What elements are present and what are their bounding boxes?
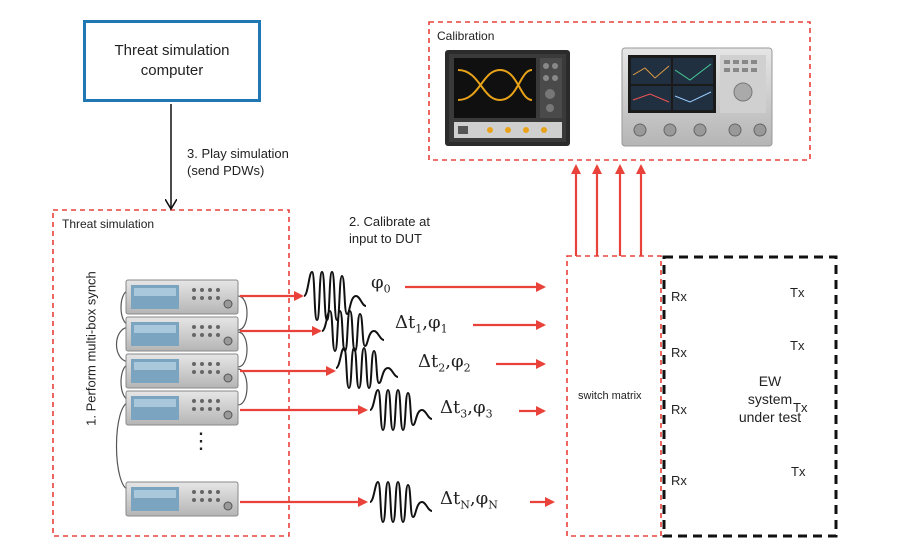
signal-input-arrows xyxy=(405,282,555,507)
tx-label-1: Tx xyxy=(790,285,805,300)
step1-label: 1. Perform multi-box synch xyxy=(83,271,99,426)
tx-label-4: Tx xyxy=(791,464,806,479)
signal-label-1: Δt1,φ1 xyxy=(395,312,448,336)
signal-label-0: φ0 xyxy=(371,272,391,296)
tx-label-3: Tx xyxy=(793,400,808,415)
signal-label-3: Δt3,φ3 xyxy=(440,397,493,421)
step3-label: 3. Play simulation (send PDWs) xyxy=(187,146,289,178)
ew-system-label: EW system under test xyxy=(738,373,802,425)
tx-label-2: Tx xyxy=(790,338,805,353)
step2-label: 2. Calibrate at input to DUT xyxy=(349,214,430,246)
rx-label-1: Rx xyxy=(671,289,687,304)
signal-label-2: Δt2,φ2 xyxy=(418,351,471,375)
switch-matrix-box xyxy=(566,255,662,537)
switch-matrix-label: switch matrix xyxy=(578,390,642,402)
rx-label-3: Rx xyxy=(671,402,687,417)
rx-label-4: Rx xyxy=(671,473,687,488)
calibration-title: Calibration xyxy=(437,29,495,43)
calibration-box xyxy=(428,21,811,161)
signal-generator-icons xyxy=(125,279,239,517)
signal-label-n: ΔtN,φN xyxy=(440,488,498,512)
rx-label-2: Rx xyxy=(671,345,687,360)
generator-output-arrows xyxy=(240,291,368,507)
threat-simulation-computer-box: Threat simulation computer xyxy=(83,20,261,102)
oscilloscope-icon xyxy=(445,50,570,146)
threat-simulation-computer-label: Threat simulation computer xyxy=(114,42,230,79)
ellipsis: ⋮ xyxy=(190,428,212,453)
threat-simulation-title: Threat simulation xyxy=(62,217,155,231)
calibration-arrows xyxy=(571,164,646,256)
network-analyzer-icon xyxy=(621,47,773,147)
rf-pulse-waveforms xyxy=(303,270,433,524)
